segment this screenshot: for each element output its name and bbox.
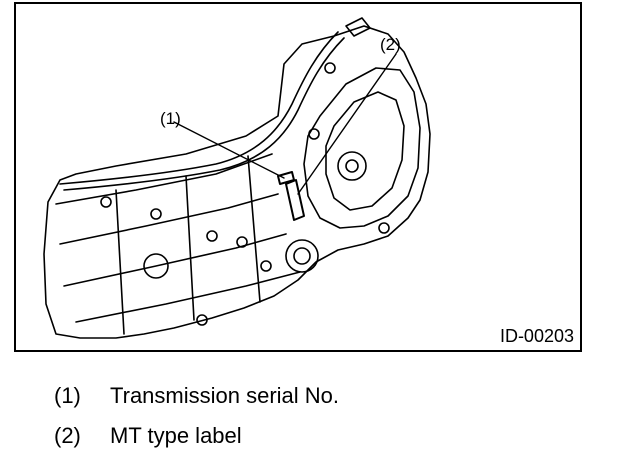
bolt [260,260,272,272]
bolt [236,236,248,248]
legend-item-2: (2) MT type label [54,424,242,448]
legend-number: (1) [54,383,81,408]
bolt [308,128,320,140]
input-shaft-boss [337,151,367,181]
legend-number: (2) [54,423,81,448]
legend-item-1: (1) Transmission serial No. [54,384,339,408]
legend-text: Transmission serial No. [110,383,340,408]
callout-1: (1) [160,109,181,128]
bolt [196,314,208,326]
transmission-drawing [43,17,431,339]
bolt [378,222,390,234]
bell-housing [303,67,421,229]
connector [345,17,371,37]
mt-type-label [285,179,305,221]
leader-line-1 [173,121,285,179]
bolt [324,62,336,74]
bolt [100,196,112,208]
leader-line-2 [297,53,397,195]
bolt [206,230,218,242]
case-boss [285,239,319,273]
figure-id: ID-00203 [499,326,574,346]
bolt [150,208,162,220]
wiring-harness [59,31,339,185]
illustration-frame: (1) (2) ID-00203 [14,2,582,352]
legend-text: MT type label [110,423,242,448]
transmission-case-outline [43,25,431,339]
callout-2: (2) [380,35,401,54]
